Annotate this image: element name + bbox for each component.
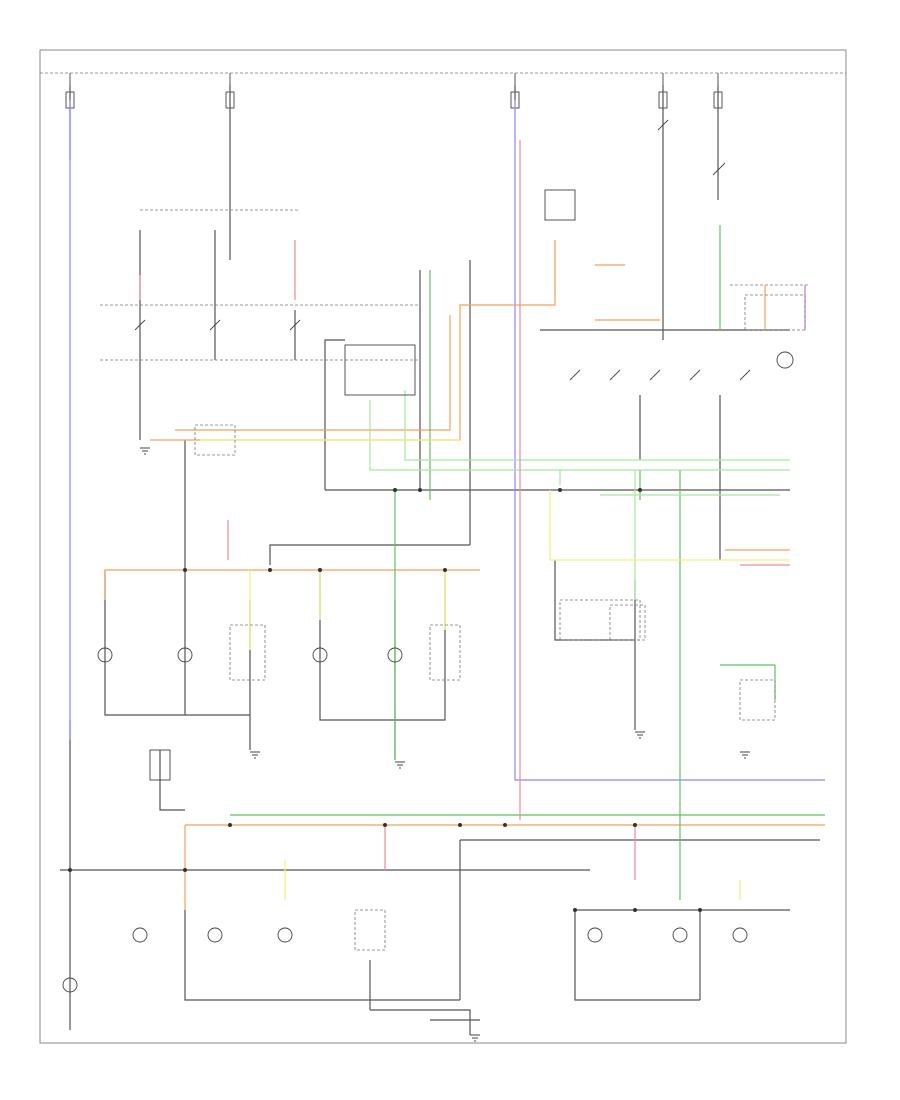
blue-wire-right (514, 100, 825, 781)
modules (149, 189, 806, 781)
junction-dots (68, 488, 702, 912)
pink-wires (139, 140, 790, 880)
green-wires (230, 225, 825, 900)
lamp-sockets (229, 604, 776, 951)
black-wires (60, 85, 820, 1035)
connector-bars (100, 209, 810, 361)
switches (134, 119, 751, 381)
diagram-frame (39, 49, 847, 1044)
fuses (65, 91, 723, 109)
ground-symbols (140, 447, 750, 1042)
light-green-wires (369, 390, 790, 600)
fuse-box-header (40, 72, 846, 85)
yellow-wires (200, 439, 790, 900)
orange-wires (104, 240, 825, 910)
bulbs (62, 351, 794, 993)
